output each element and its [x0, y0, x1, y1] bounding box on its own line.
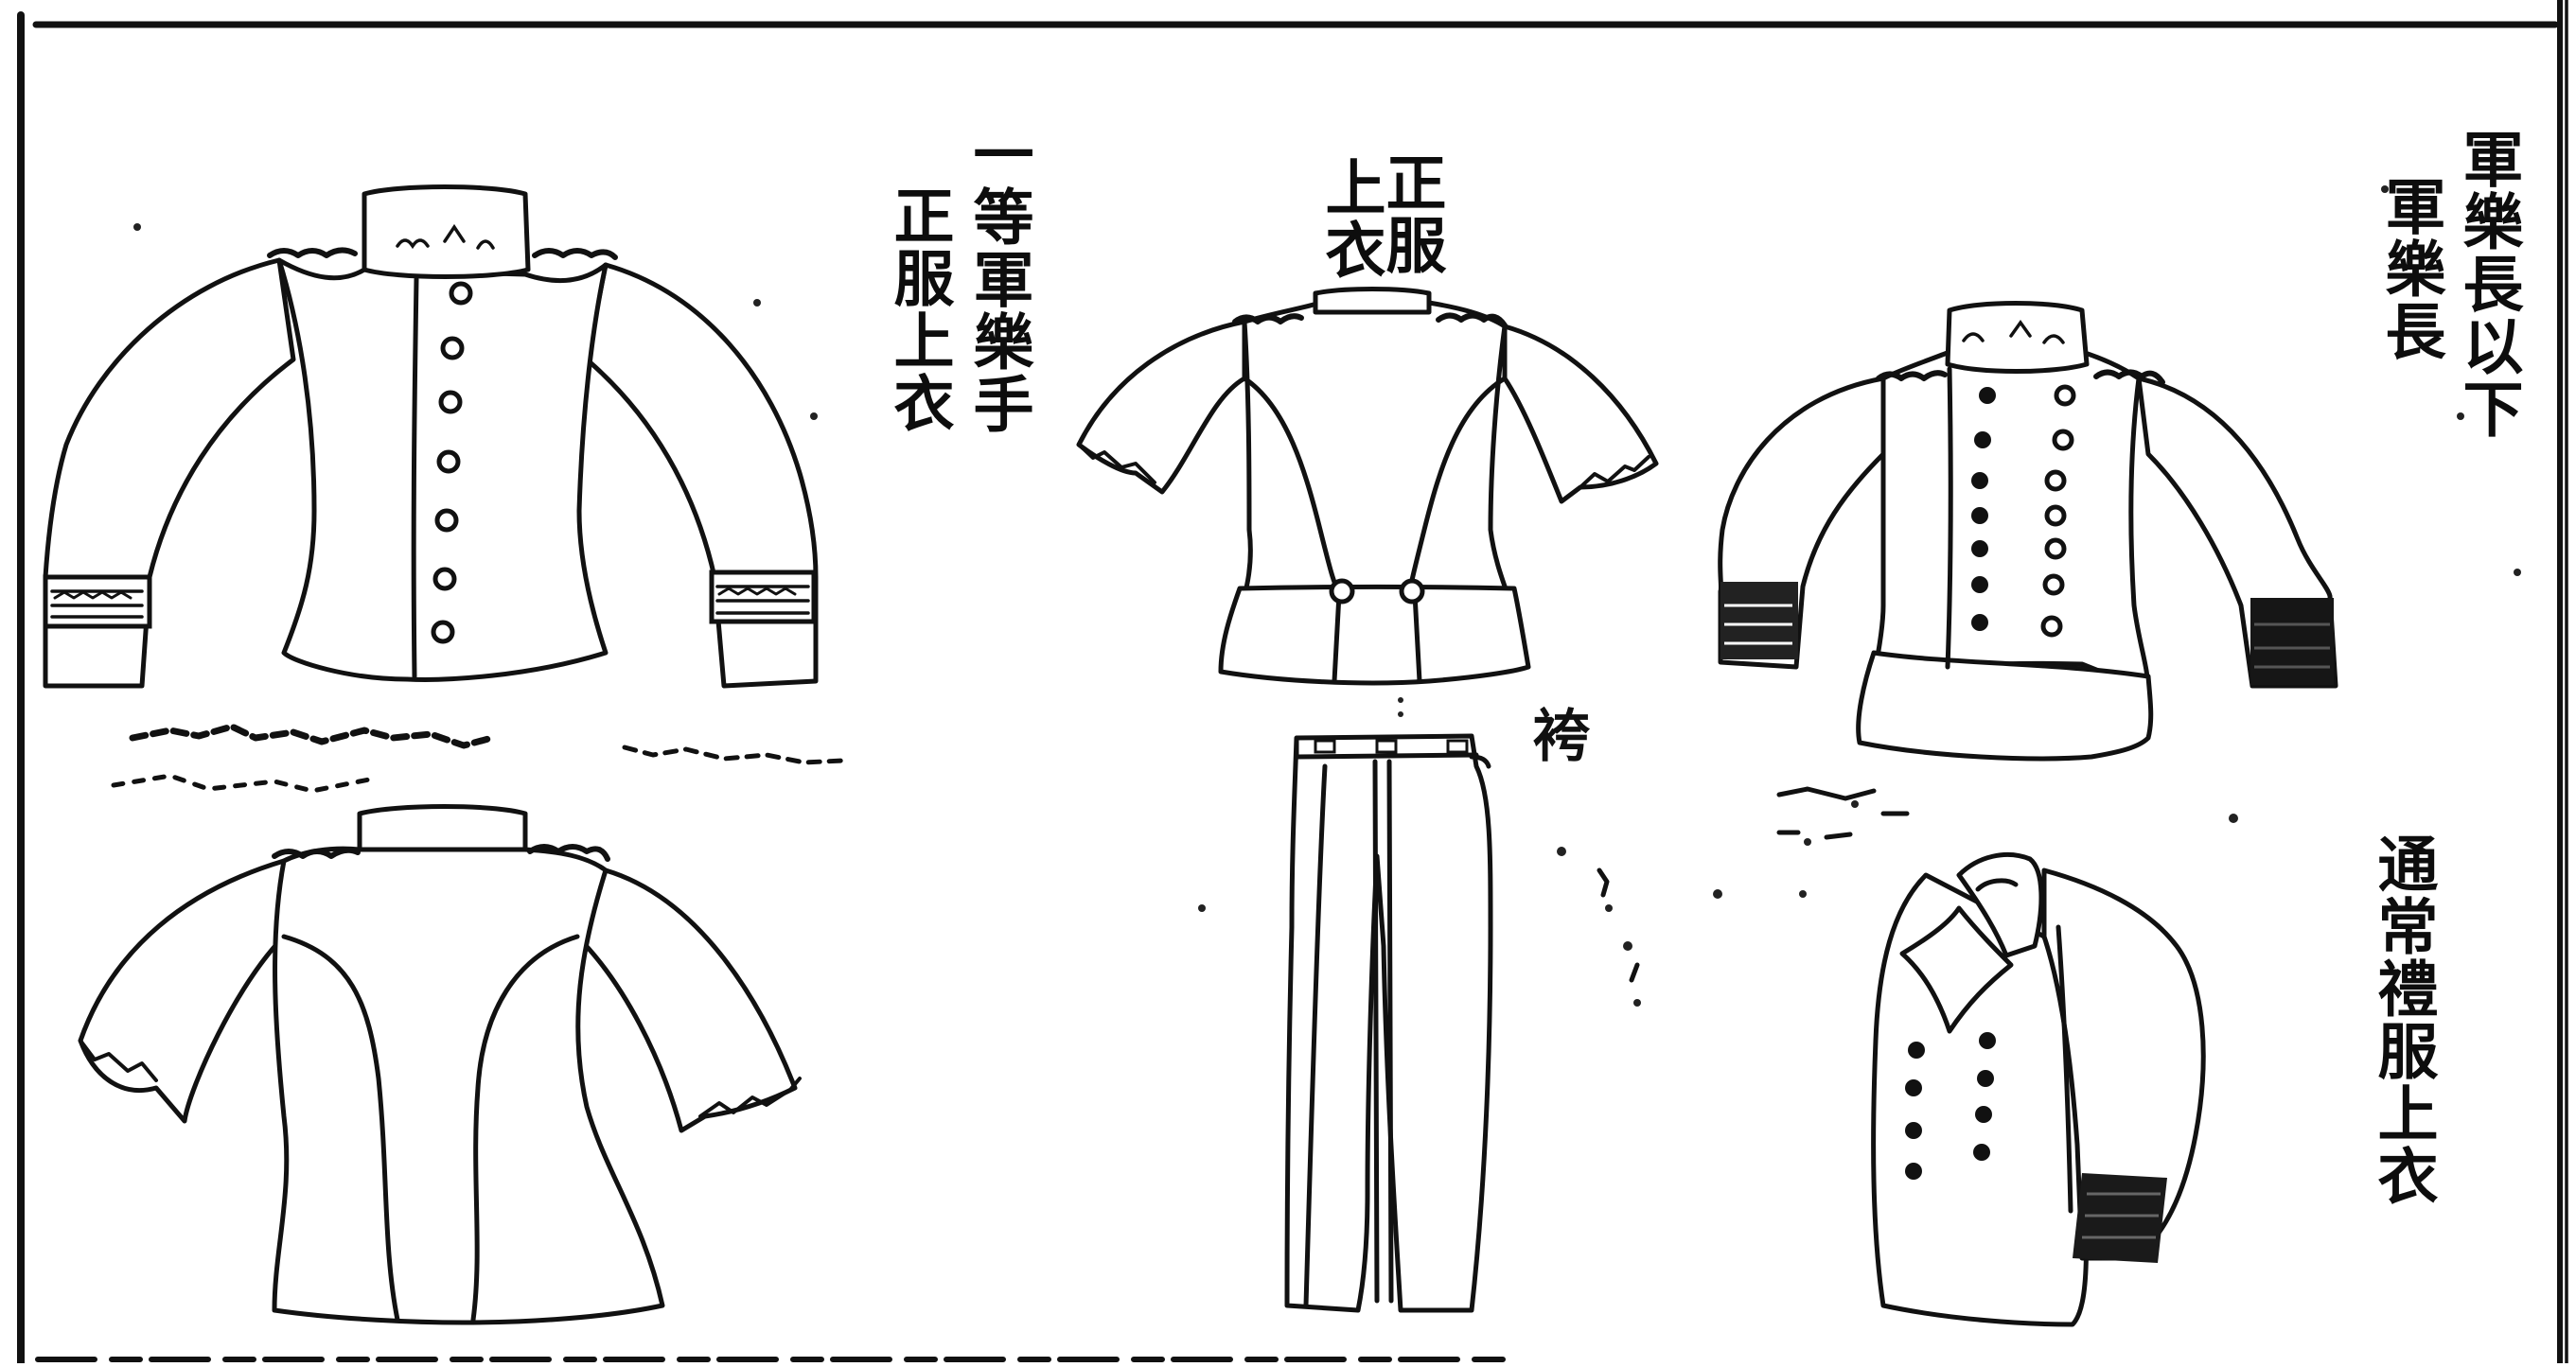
caption-first-class-bandsman-col2: 正服上衣 — [883, 184, 954, 434]
ordinary-dress-jacket-figure — [1871, 851, 2206, 1327]
caption-ordinary-dress: 通常禮服上衣 — [2367, 832, 2438, 1207]
jacket-buttons — [431, 281, 473, 644]
caption-full-dress-col1: 正服 — [1375, 151, 1446, 276]
caption-bandmaster-col1: 軍樂長以下 — [2452, 128, 2523, 440]
ordinary-jacket-buttons — [1905, 1032, 1996, 1180]
caption-first-class-bandsman-col1: 一等軍樂手 — [962, 123, 1033, 435]
ink-smudges — [111, 185, 2521, 1007]
caption-full-dress-col2: 上衣 — [1314, 156, 1385, 281]
bandmaster-jacket-figure — [1718, 301, 2338, 762]
trousers-figure — [1284, 733, 1493, 1313]
jacket-back-figure — [78, 804, 802, 1325]
jacket-front-figure — [43, 184, 819, 689]
double-breasted-buttons — [1971, 384, 2076, 638]
collar-ornament — [396, 223, 495, 250]
plate-frame — [17, 0, 2568, 1367]
sleeve-cuff-braid — [43, 570, 817, 629]
bandmaster-cuffs — [1720, 582, 2334, 685]
caption-bandmaster-col2: 軍樂長 — [2374, 175, 2445, 362]
caption-trousers: 袴 — [1533, 704, 1590, 770]
full-dress-jacket-figure — [1076, 287, 1659, 686]
